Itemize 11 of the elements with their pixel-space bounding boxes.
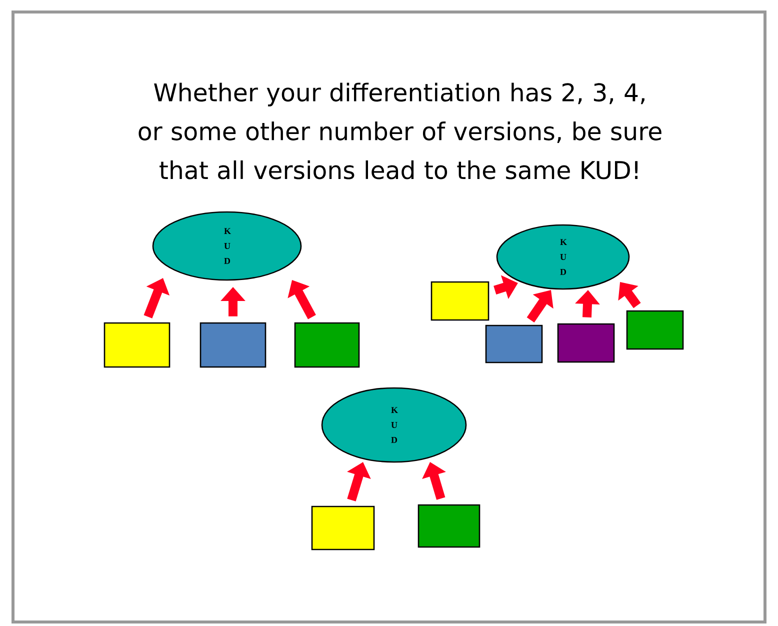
empty-box — [485, 324, 543, 364]
empty-box — [626, 310, 684, 350]
empty-box — [294, 322, 360, 368]
title: Whether your differentiation has 2, 3, 4, or some other number of versions, be sure that all versions lead to the same KUD! — [138, 82, 662, 180]
empty-box — [418, 504, 480, 548]
empty-box — [104, 322, 170, 368]
block-arrow — [618, 282, 641, 308]
empty-box — [430, 281, 490, 321]
empty-box — [311, 506, 375, 550]
empty-box — [200, 322, 266, 368]
empty-box — [557, 323, 615, 363]
